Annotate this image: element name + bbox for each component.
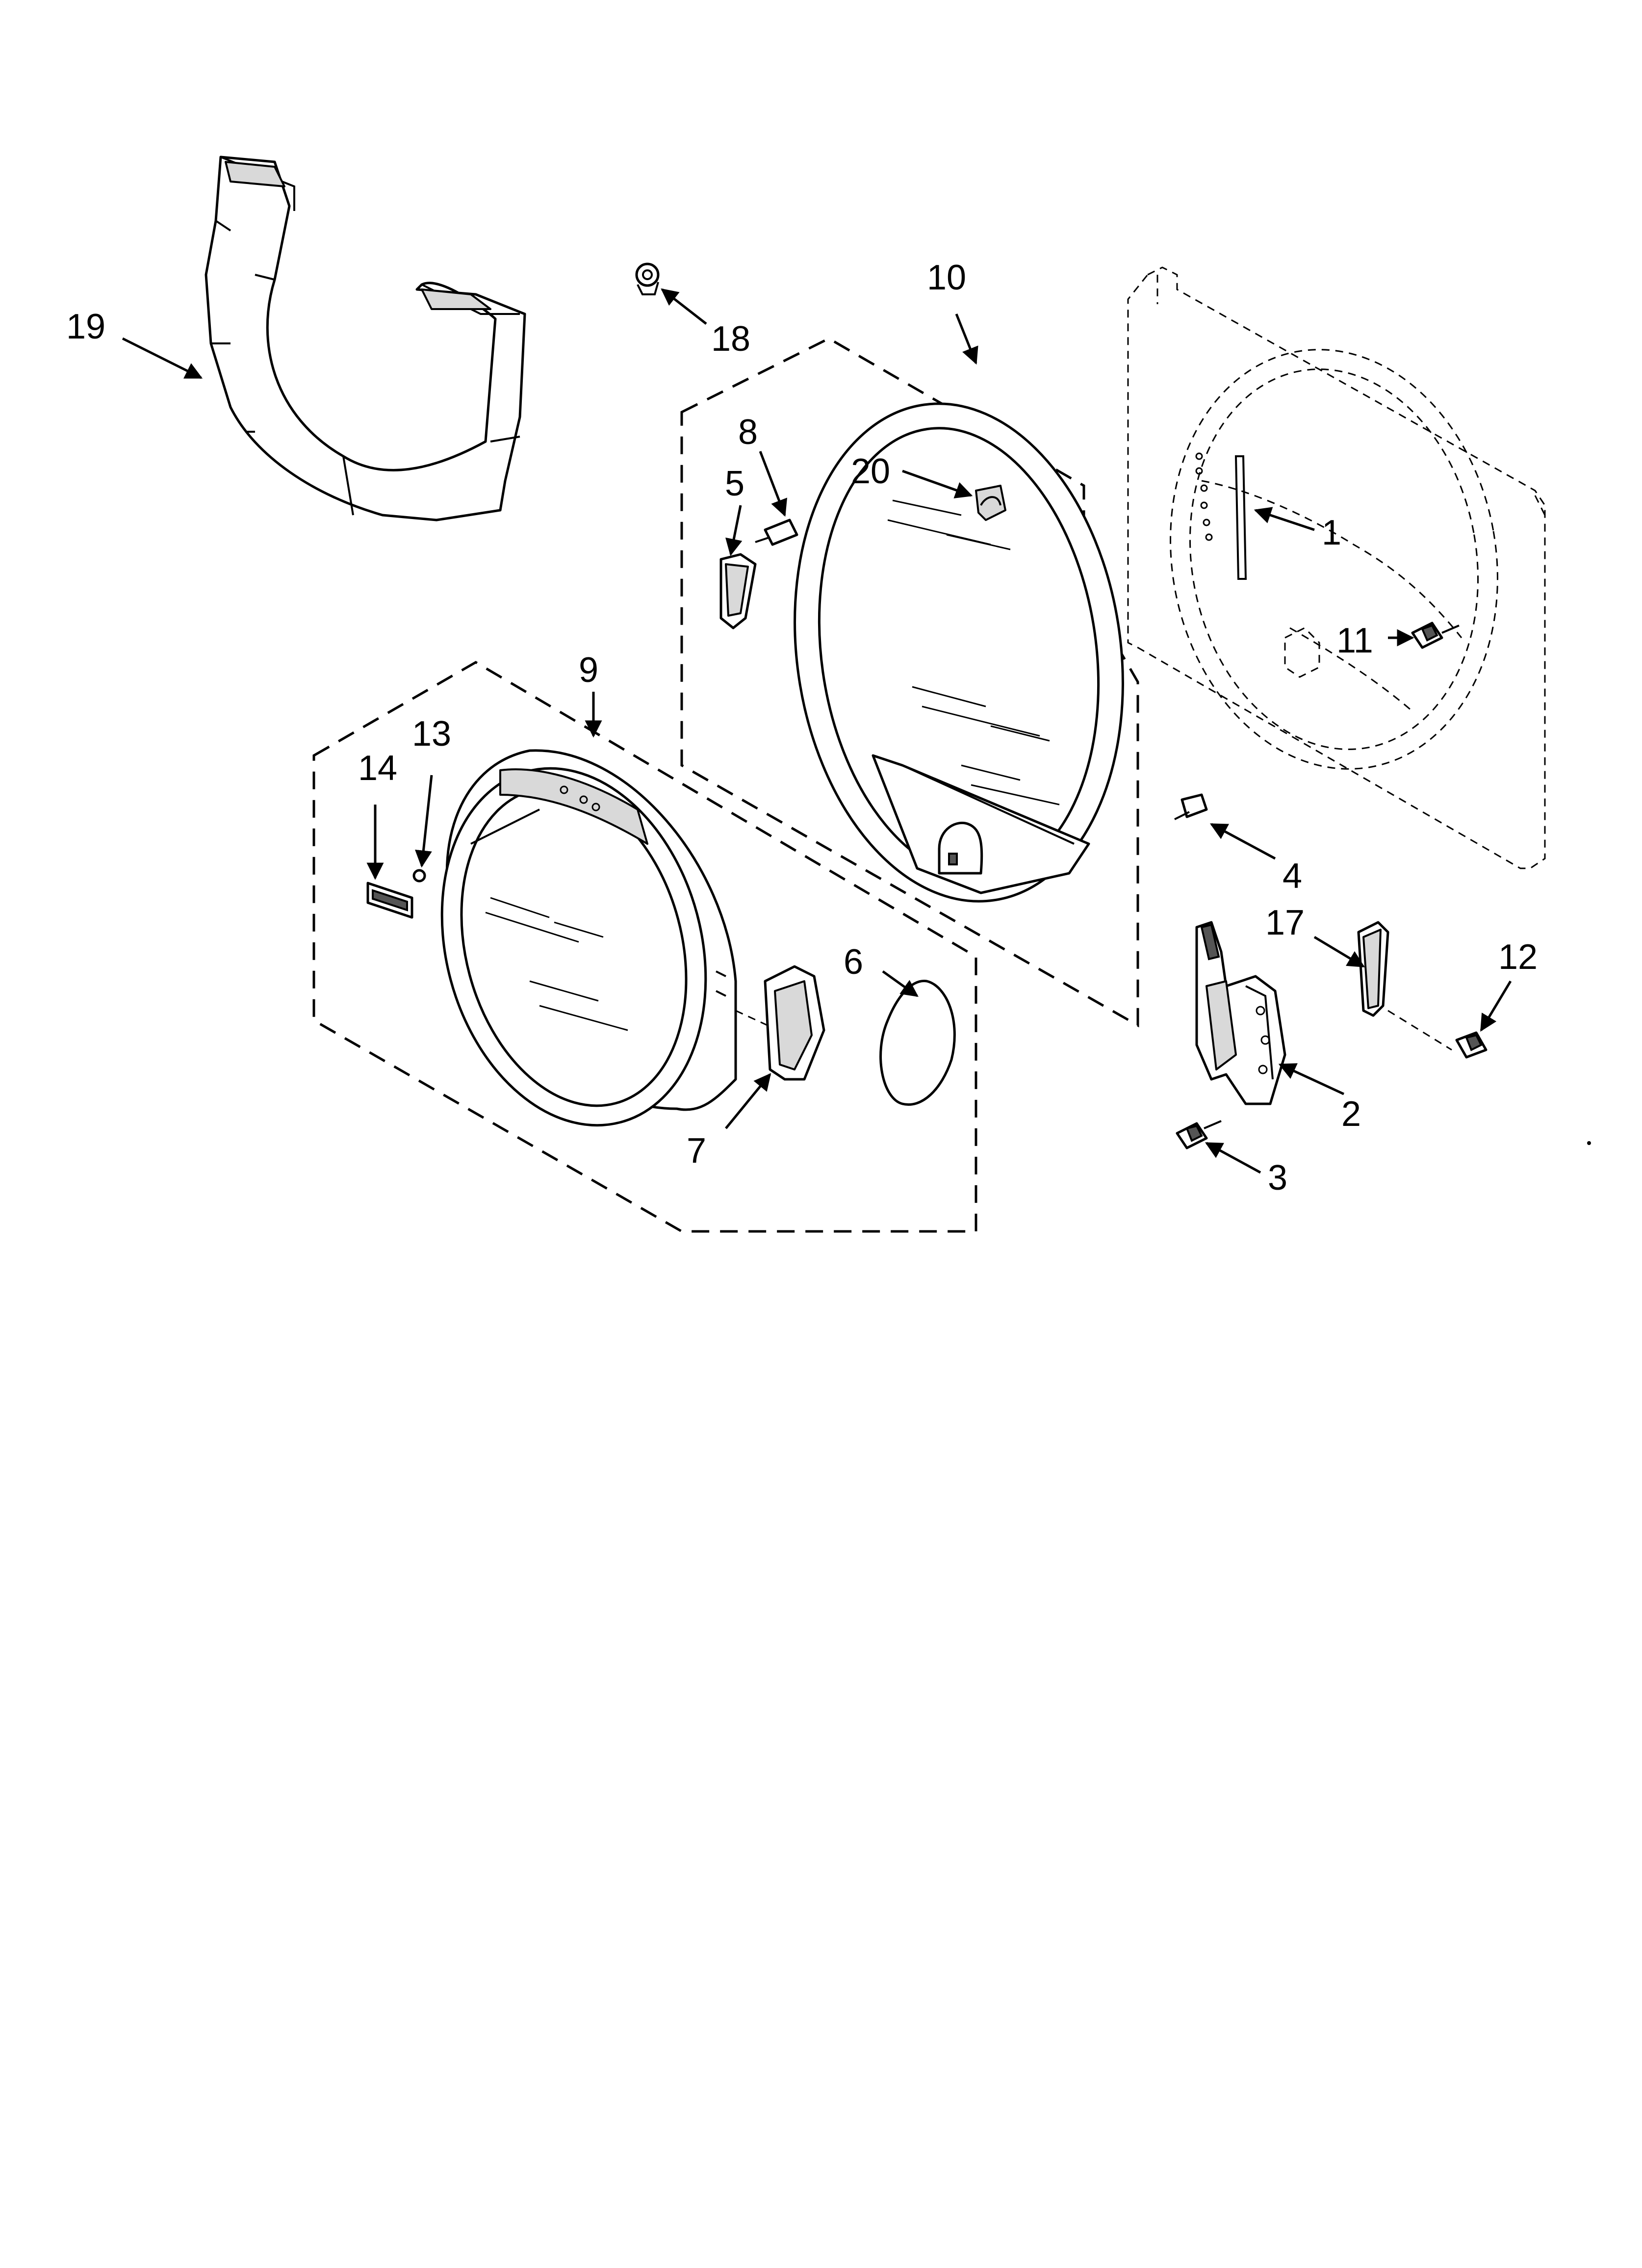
front-panel-part-19 <box>205 156 526 521</box>
screw-part-8 <box>755 519 798 546</box>
leader-10 <box>955 313 978 365</box>
window-part-6 <box>879 980 956 1106</box>
callout-13: 13 <box>412 714 451 754</box>
plug-part-13 <box>412 869 426 883</box>
screw-part-3 <box>1176 1120 1222 1149</box>
leader-2 <box>1278 1063 1345 1095</box>
badge-part-14 <box>366 882 413 919</box>
strike-part-17 <box>1357 921 1452 1051</box>
leader-5 <box>725 505 743 556</box>
outer-door-assembly-box <box>680 337 1139 1028</box>
leader-17 <box>1313 936 1365 968</box>
callout-10: 10 <box>927 258 966 297</box>
callout-18: 18 <box>711 319 750 359</box>
leader-18 <box>661 288 707 325</box>
cabinet-front-part-1 <box>1127 266 1546 869</box>
hinge-part-2 <box>1195 921 1286 1105</box>
callout-5: 5 <box>725 464 744 503</box>
callout-17: 17 <box>1265 903 1305 942</box>
screw-part-11 <box>1411 622 1460 649</box>
leader-arrows <box>122 288 1512 1174</box>
grommet-part-18 <box>635 262 660 295</box>
leader-12 <box>1480 980 1512 1032</box>
callout-14: 14 <box>358 749 397 788</box>
leader-7 <box>725 1073 771 1129</box>
handle-part-7 <box>735 965 825 1081</box>
hinge-cover-part-5 <box>719 553 757 629</box>
screw-part-12 <box>1455 1031 1488 1059</box>
callout-19: 19 <box>66 307 105 346</box>
callout-12: 12 <box>1498 938 1538 977</box>
leader-6 <box>882 970 919 997</box>
leader-3 <box>1205 1142 1261 1174</box>
callout-20: 20 <box>851 452 890 491</box>
stray-dot <box>1587 1141 1591 1145</box>
callout-4: 4 <box>1283 857 1302 896</box>
leader-8 <box>759 451 788 517</box>
leader-4 <box>1209 823 1276 860</box>
outer-door-part-10 <box>794 402 1124 903</box>
callout-labels: 19 18 10 20 8 5 1 11 4 9 13 14 6 7 17 12… <box>66 258 1538 1198</box>
inner-door-part-9 <box>440 749 737 1127</box>
callout-9: 9 <box>579 651 598 690</box>
leader-1 <box>1254 507 1315 531</box>
callout-8: 8 <box>738 413 758 452</box>
callout-3: 3 <box>1268 1158 1287 1198</box>
leader-20 <box>902 469 973 498</box>
callout-11: 11 <box>1336 621 1373 660</box>
bracket-part-20 <box>975 485 1006 521</box>
callout-1: 1 <box>1322 513 1341 552</box>
inner-door-assembly-box <box>312 661 977 1233</box>
screw-part-4 <box>1174 793 1208 820</box>
callout-2: 2 <box>1341 1095 1361 1134</box>
leader-13 <box>414 775 433 868</box>
callout-7: 7 <box>687 1131 706 1171</box>
leader-19 <box>122 337 203 379</box>
callout-6: 6 <box>844 942 863 982</box>
